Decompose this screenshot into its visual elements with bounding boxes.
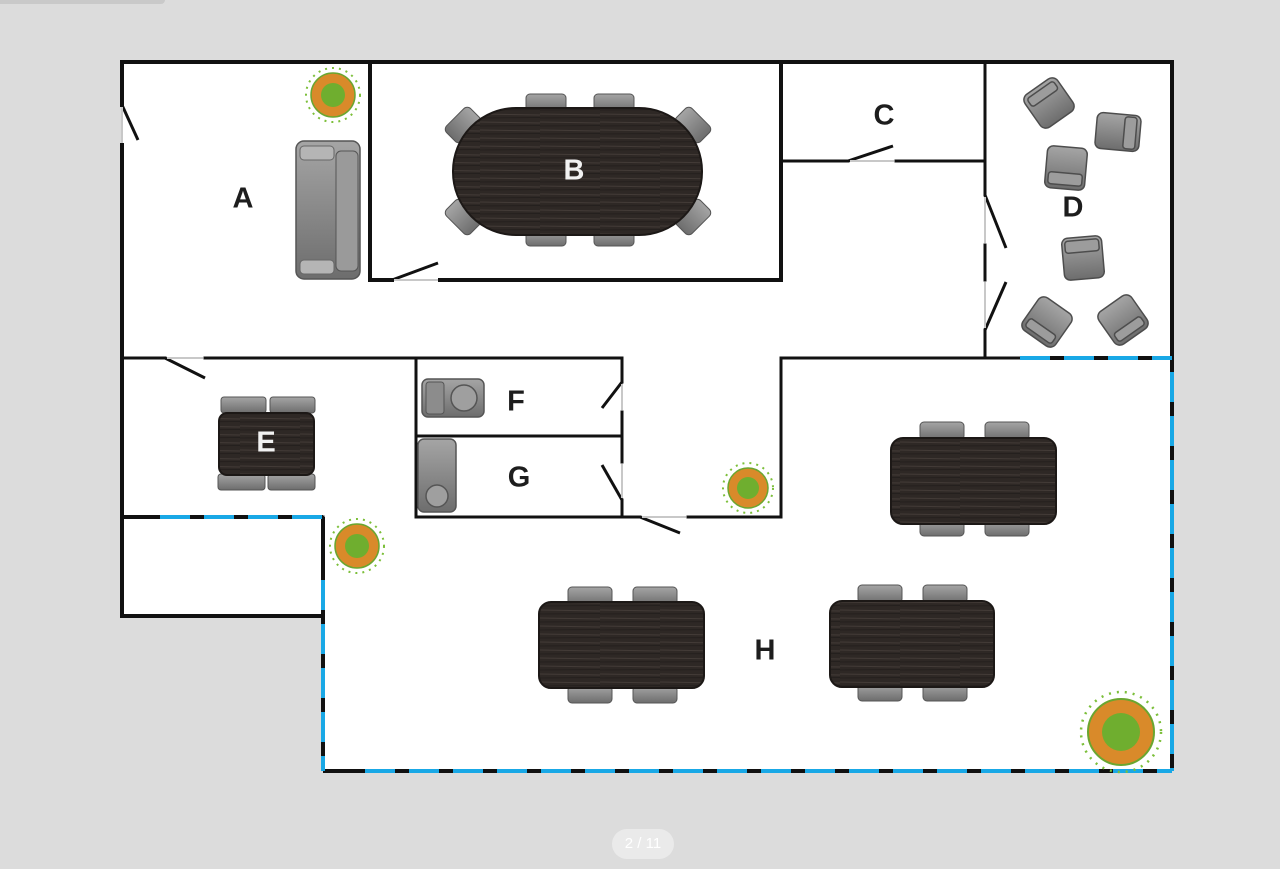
- toilet-g: [417, 438, 457, 513]
- sofa: [295, 140, 361, 280]
- top-bar-remnant: [0, 0, 165, 4]
- table-h-right: [890, 421, 1057, 537]
- table-h-left: [538, 586, 705, 704]
- toilet-f: [421, 378, 485, 418]
- room-label-d: D: [1063, 192, 1084, 224]
- plant-icon: [329, 518, 385, 574]
- table-e: [217, 396, 316, 491]
- doors: [120, 104, 1008, 535]
- room-label-c: C: [874, 100, 895, 132]
- room-label-g: G: [508, 462, 531, 494]
- room-label-b: B: [564, 155, 585, 187]
- plant-icon: [1079, 690, 1163, 774]
- lounge-chairs: [1021, 77, 1149, 348]
- conference-table: [444, 93, 712, 247]
- windows: [122, 356, 1174, 773]
- page-indicator: 2 / 11: [612, 829, 674, 859]
- room-label-f: F: [507, 386, 525, 418]
- room-label-h: H: [755, 635, 776, 667]
- walls: [120, 60, 1174, 618]
- plant-icon: [305, 67, 361, 123]
- plant-icon: [722, 462, 774, 514]
- room-label-a: A: [233, 183, 254, 215]
- room-labels: A B C D E F G H: [233, 100, 1084, 667]
- room-label-e: E: [256, 427, 275, 459]
- table-h-middle: [829, 584, 995, 702]
